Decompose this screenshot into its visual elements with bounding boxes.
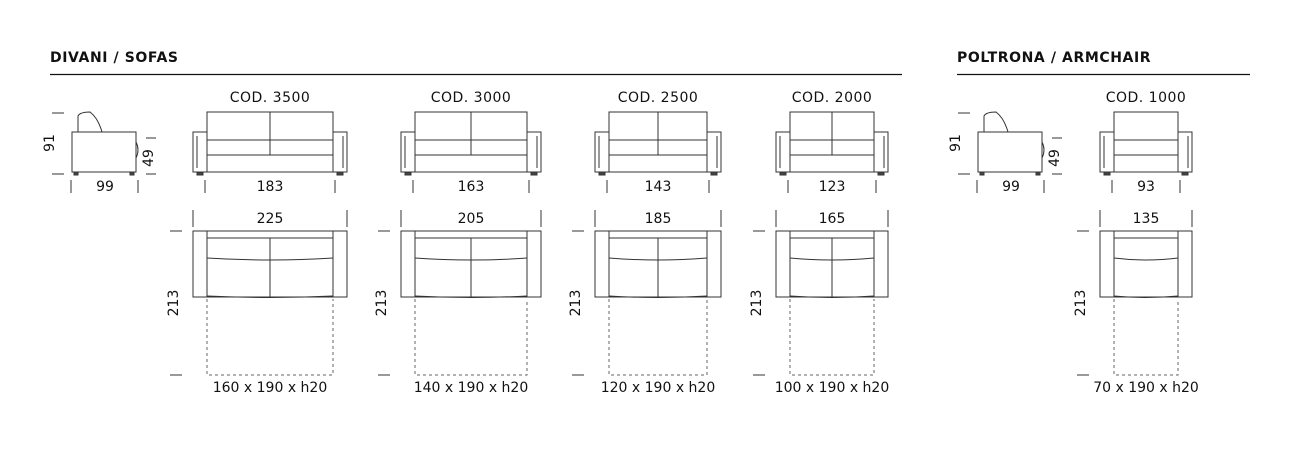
length-dimension-label: 213 xyxy=(166,290,182,317)
side-view: 91 49 99 xyxy=(42,111,157,195)
depth-dimension-label: 99 xyxy=(1002,179,1020,195)
side-body xyxy=(977,131,1043,173)
top-seat-front xyxy=(1113,295,1179,298)
seat-dimension-label: 49 xyxy=(1047,149,1063,167)
top-seat-line xyxy=(1113,257,1179,261)
bed-outline xyxy=(206,299,334,376)
length-dimension-label: 213 xyxy=(749,290,765,317)
depth-dimension-label: 99 xyxy=(96,179,114,195)
seat-dimension-label: 49 xyxy=(141,149,157,167)
front-left-arm xyxy=(192,131,208,173)
front-base xyxy=(789,154,875,173)
front-base xyxy=(414,154,528,173)
total-width-label: 225 xyxy=(257,211,284,227)
height-dimension-label: 91 xyxy=(42,134,58,152)
front-back-cushions xyxy=(1113,111,1179,141)
side-foot xyxy=(129,171,135,176)
side-foot xyxy=(73,171,79,176)
front-foot xyxy=(779,171,787,176)
model-code-label: COD. 2500 xyxy=(618,90,699,106)
front-foot xyxy=(598,171,606,176)
side-view: 91 49 99 xyxy=(948,111,1063,195)
bed-outline xyxy=(1113,299,1179,376)
model-drawing: COD. 3000 163 205 213 140 x 190 x h20 xyxy=(374,90,542,396)
front-left-arm xyxy=(400,131,416,173)
front-right-arm xyxy=(526,131,542,173)
front-foot xyxy=(877,171,885,176)
inner-width-label: 183 xyxy=(257,179,284,195)
front-right-arm xyxy=(1177,131,1193,173)
sofas-section-title: DIVANI / SOFAS xyxy=(50,50,179,66)
front-foot xyxy=(404,171,412,176)
bed-outline xyxy=(414,299,528,376)
inner-width-label: 93 xyxy=(1137,179,1155,195)
front-left-arm xyxy=(775,131,791,173)
front-foot xyxy=(710,171,718,176)
side-backrest xyxy=(983,111,1009,133)
front-foot xyxy=(530,171,538,176)
side-foot xyxy=(1035,171,1041,176)
model-drawing: COD. 3500 183 225 213 160 x 190 x h20 xyxy=(166,90,348,396)
model-drawing: COD. 1000 93 135 213 70 x 190 x h20 xyxy=(1073,90,1199,396)
total-width-label: 205 xyxy=(458,211,485,227)
side-front-detail xyxy=(1041,141,1045,159)
height-dimension-label: 91 xyxy=(948,134,964,152)
inner-width-label: 123 xyxy=(819,179,846,195)
inner-width-label: 143 xyxy=(645,179,672,195)
bed-size-label: 100 x 190 x h20 xyxy=(775,380,890,396)
front-foot xyxy=(1181,171,1189,176)
bed-outline xyxy=(608,299,708,376)
model-code-label: COD. 3500 xyxy=(230,90,311,106)
bed-outline xyxy=(789,299,875,376)
length-dimension-label: 213 xyxy=(374,290,390,317)
front-right-arm xyxy=(873,131,889,173)
side-backrest xyxy=(77,111,103,133)
bed-size-label: 160 x 190 x h20 xyxy=(213,380,328,396)
length-dimension-label: 213 xyxy=(568,290,584,317)
front-base xyxy=(1113,154,1179,173)
armchair-section-title: POLTRONA / ARMCHAIR xyxy=(957,50,1152,66)
model-drawing: COD. 2500 143 185 213 120 x 190 x h20 xyxy=(568,90,722,396)
front-foot xyxy=(336,171,344,176)
bed-size-label: 140 x 190 x h20 xyxy=(414,380,529,396)
model-code-label: COD. 1000 xyxy=(1106,90,1187,106)
inner-width-label: 163 xyxy=(458,179,485,195)
front-right-arm xyxy=(706,131,722,173)
side-body xyxy=(71,131,137,173)
front-foot xyxy=(196,171,204,176)
front-seat-cushions xyxy=(1113,139,1179,156)
model-code-label: COD. 3000 xyxy=(431,90,512,106)
front-right-arm xyxy=(332,131,348,173)
bed-size-label: 120 x 190 x h20 xyxy=(601,380,716,396)
model-drawing: COD. 2000 123 165 213 100 x 190 x h20 xyxy=(749,90,889,396)
total-width-label: 135 xyxy=(1133,211,1160,227)
total-width-label: 165 xyxy=(819,211,846,227)
front-base xyxy=(206,154,334,173)
total-width-label: 185 xyxy=(645,211,672,227)
front-left-arm xyxy=(1099,131,1115,173)
side-front-detail xyxy=(135,141,139,159)
model-code-label: COD. 2000 xyxy=(792,90,873,106)
front-foot xyxy=(1103,171,1111,176)
bed-size-label: 70 x 190 x h20 xyxy=(1093,380,1199,396)
length-dimension-label: 213 xyxy=(1073,290,1089,317)
front-base xyxy=(608,154,708,173)
front-left-arm xyxy=(594,131,610,173)
side-foot xyxy=(979,171,985,176)
